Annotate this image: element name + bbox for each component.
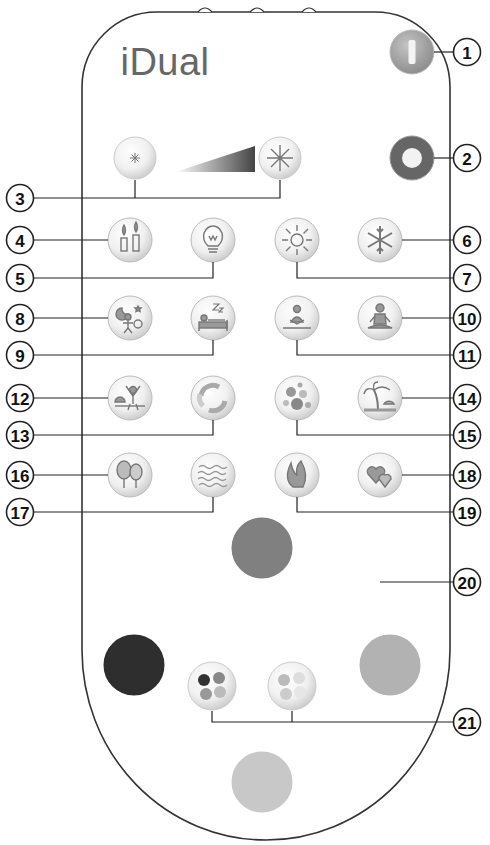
callout-number: 4 [15, 232, 24, 249]
callout-number: 13 [11, 427, 30, 444]
callout-number: 5 [15, 270, 24, 287]
off-button [390, 136, 434, 180]
callout-circles [7, 39, 481, 736]
color-buttons [102, 516, 422, 814]
brand-logo: iDual [120, 43, 209, 81]
leader-lines [34, 52, 453, 722]
remote-housing [82, 12, 450, 840]
callout-number: 2 [462, 150, 471, 167]
callout-number: 15 [458, 427, 477, 444]
callout-number: 17 [11, 504, 30, 521]
callout-number: 7 [462, 270, 471, 287]
callout-number: 11 [458, 347, 476, 364]
callout-number: 21 [458, 714, 477, 731]
top-nubs [198, 8, 316, 12]
dim-button [114, 137, 156, 179]
callout-number: 6 [462, 232, 471, 249]
callout-number: 9 [15, 347, 24, 364]
power-button [390, 30, 434, 74]
callout-number: 18 [458, 467, 477, 484]
callout-number: 19 [458, 504, 477, 521]
brightness-wedge [175, 146, 255, 172]
color-cycle-buttons [188, 662, 316, 710]
callout-number: 12 [11, 390, 30, 407]
mode-buttons [108, 218, 402, 497]
callout-number: 10 [458, 310, 477, 327]
bright-button [259, 137, 301, 179]
callout-number: 3 [15, 190, 24, 207]
callout-number: 8 [15, 310, 24, 327]
callout-number: 14 [458, 390, 477, 407]
callout-number: 16 [11, 467, 30, 484]
callout-number: 20 [458, 574, 477, 591]
callout-number: 1 [462, 44, 471, 61]
